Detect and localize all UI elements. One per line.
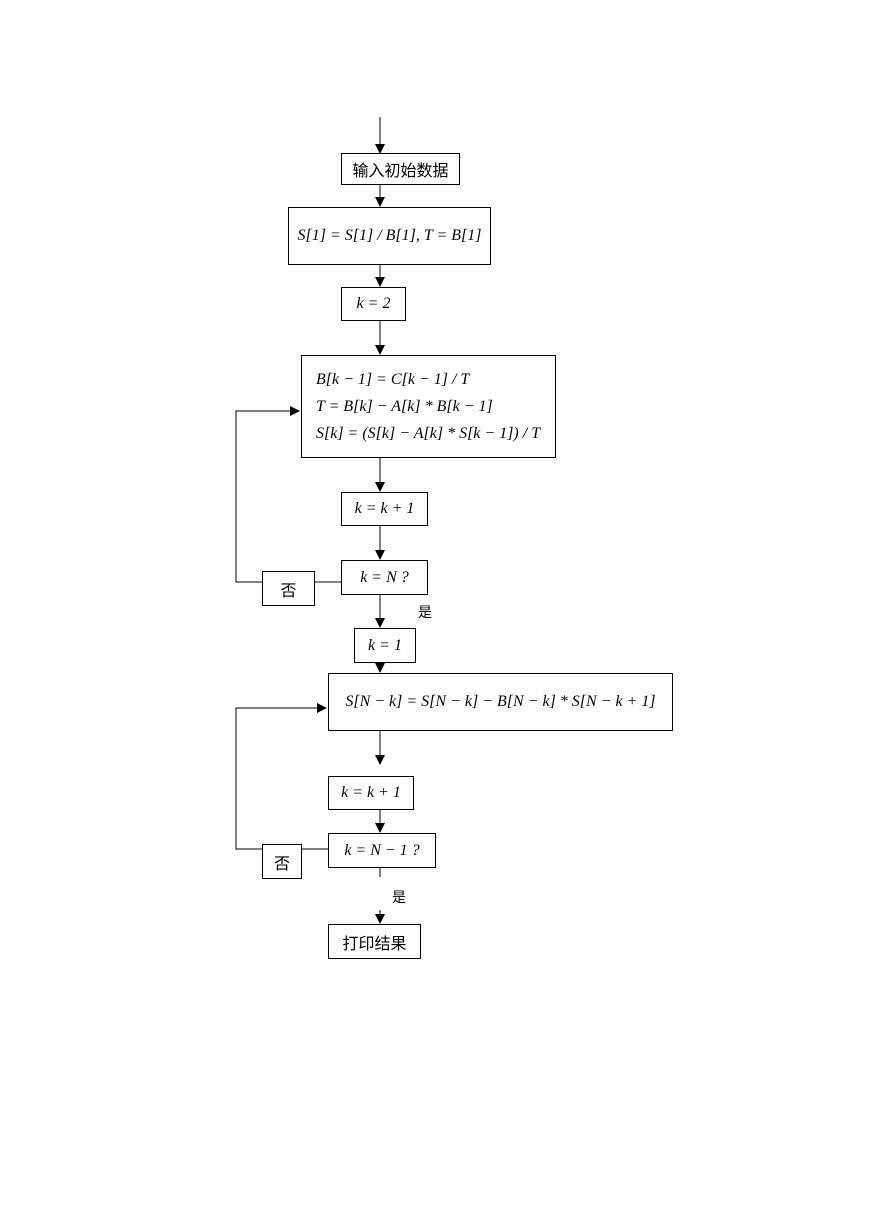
check-k-equals-n-minus-1-box: k = N − 1 ?	[328, 833, 436, 868]
loop2-back-arrow	[235, 703, 327, 850]
forward-elimination-box: B[k − 1] = C[k − 1] / T T = B[k] − A[k] …	[301, 355, 556, 458]
print-result-box: 打印结果	[328, 924, 421, 959]
yes-label-1: 是	[418, 606, 432, 621]
no-branch-box-1: 否	[262, 571, 315, 606]
forward-line-2: T = B[k] − A[k] * B[k − 1]	[316, 398, 493, 415]
forward-line-1: B[k − 1] = C[k − 1] / T	[316, 371, 470, 388]
k-equals-1-box: k = 1	[354, 628, 416, 663]
init-box: S[1] = S[1] / B[1], T = B[1]	[288, 207, 491, 265]
increment-k-box-1: k = k + 1	[341, 492, 428, 526]
input-data-box: 输入初始数据	[341, 153, 460, 185]
no-branch-box-2: 否	[262, 844, 302, 879]
k-equals-2-box: k = 2	[341, 287, 406, 321]
forward-line-3: S[k] = (S[k] − A[k] * S[k − 1]) / T	[316, 425, 541, 442]
check-k-equals-n-box: k = N ?	[341, 560, 428, 595]
increment-k-box-2: k = k + 1	[328, 776, 414, 810]
yes-label-2: 是	[392, 891, 406, 906]
loop1-back-arrow	[235, 406, 300, 583]
back-substitution-box: S[N − k] = S[N − k] − B[N − k] * S[N − k…	[328, 673, 673, 731]
